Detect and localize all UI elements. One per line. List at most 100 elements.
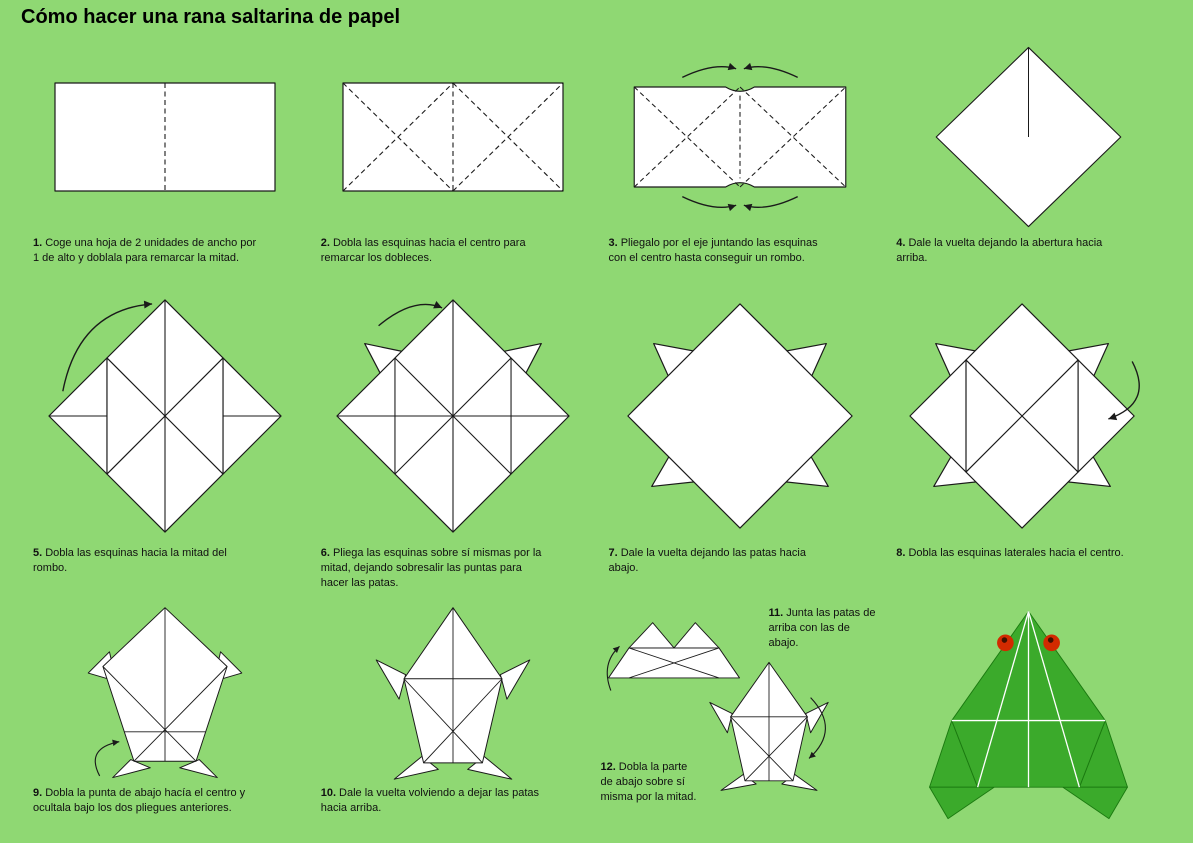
crease-line [342,82,454,192]
fold-arrow [682,66,737,78]
rhombus-side-corners-to-center [909,303,1141,529]
fold-arrow [62,303,153,392]
step-6-number: 6. [320,547,330,559]
step-4: 4.Dale la vuelta dejando la abertura hac… [884,42,1172,290]
step-12-caption: 12.Dobla la parte de abajo sobre sí mism… [601,760,699,806]
fold-arrow [744,196,799,208]
fold-arrowhead [808,751,816,759]
right-front-leg-point [499,659,530,700]
step-9-caption: 9.Dobla la punta de abajo hacía el centr… [33,786,261,816]
diagonal-crease-line [403,678,483,764]
diagonal-crease-line [744,716,808,782]
diagonal-crease-line [729,716,793,782]
fold-arrowhead [432,301,442,309]
diagonal-crease-line [628,647,719,679]
step-12-text: Dobla la parte de abajo sobre sí misma p… [600,761,697,804]
rhombus-with-leg-points [335,299,570,533]
left-folded-flap [965,359,1023,473]
fold-arrowhead [112,739,120,747]
fold-arrowhead [744,62,753,71]
steps-grid: 1.Coge una hoja de 2 unidades de ancho p… [21,42,1172,837]
step-1-caption: 1.Coge una hoja de 2 unidades de ancho p… [33,236,261,266]
step-3-diagram [597,42,885,232]
finished-frog-illustration [928,610,1128,820]
fold-arrow [1108,361,1141,420]
folded-jump-pleat-side-view [606,622,740,691]
step-2-text: Dobla las esquinas hacia el centro para … [320,237,526,265]
step-4-text: Dale la vuelta dejando la abertura hacia… [896,237,1103,265]
step-4-diagram [884,42,1172,232]
step-5-number: 5. [33,547,43,559]
step-2: 2.Dobla las esquinas hacia el centro par… [309,42,597,290]
step-10-number: 10. [320,787,337,799]
step-3-text: Pliegalo por el eje juntando las esquina… [608,237,818,265]
step-10-text: Dale la vuelta volviendo a dejar las pat… [320,787,540,815]
step-12-diagram [689,656,849,797]
step-7-number: 7. [608,547,618,559]
right-folded-flap [1021,359,1079,473]
frog-left-eye-pupil [1001,637,1007,643]
fold-arrow [682,196,737,208]
step-7-diagram [597,290,885,542]
fold-arrow [744,66,799,78]
step-11-text: Junta las patas de arriba con las de aba… [768,607,876,650]
step-4-number: 4. [896,237,906,249]
pleat-peak [628,622,674,649]
paper-collapsing-to-rhombus [634,62,847,212]
step-8-diagram [884,290,1172,542]
pleat-peak [673,622,719,649]
frog-seam-line [1027,611,1080,788]
step-4-caption: 4.Dale la vuelta dejando la abertura hac… [896,236,1124,266]
step-11-diagram [599,602,749,702]
steps-11-12: 11.Junta las patas de arriba con las de … [597,600,885,837]
left-foot-point [112,759,151,779]
step-2-number: 2. [320,237,330,249]
fold-arrow [808,697,826,759]
step-3-number: 3. [608,237,618,249]
step-10: 10.Dale la vuelta volviendo a dejar las … [309,600,597,837]
rhombus-flipped-legs-down [627,303,854,529]
step-10-diagram [309,600,597,782]
fold-arrow [94,741,120,777]
fold-arrowhead [728,62,737,71]
paper-sheet-with-center-crease [54,82,276,192]
finished-frog [884,600,1172,837]
page-title: Cómo hacer una rana saltarina de papel [21,6,401,28]
right-foot-point [179,759,218,779]
diagonal-crease-line [452,415,512,475]
frog-body-fold-bottom-half [708,661,829,791]
step-11-caption: 11.Junta las patas de arriba con las de … [769,606,879,652]
crease-line [452,82,564,192]
step-8-number: 8. [896,547,906,559]
fold-arrowhead [1108,412,1118,421]
step-9-text: Dobla la punta de abajo hacía el centro … [33,787,246,815]
frog-right-eye [1042,634,1060,652]
step-6-diagram [309,290,597,542]
left-front-leg-point [375,659,406,700]
left-front-leg-point [708,701,733,734]
step-6-text: Pliega las esquinas sobre sí mismas por … [320,547,542,590]
step-7: 7.Dale la vuelta dejando las patas hacia… [597,290,885,600]
diagonal-crease-line [133,666,228,762]
step-2-caption: 2.Dobla las esquinas hacia el centro par… [321,236,549,266]
step-8: 8.Dobla las esquinas laterales hacia el … [884,290,1172,600]
frog-left-foot [928,786,995,820]
finished-frog-diagram [884,600,1172,830]
step-5-text: Dobla las esquinas hacia la mitad del ro… [33,547,227,575]
step-7-text: Dale la vuelta dejando las patas hacia a… [608,547,806,575]
frog-left-eye [996,634,1014,652]
diagonal-crease-line [394,357,454,417]
step-1-diagram [21,42,309,232]
step-6-caption: 6.Pliega las esquinas sobre sí mismas po… [321,546,549,592]
diagonal-crease-line [422,678,502,764]
frog-right-foot [1061,786,1128,820]
diagonal-crease-line [452,357,512,417]
step-1-number: 1. [33,237,43,249]
step-9-number: 9. [33,787,43,799]
frog-right-eye-pupil [1047,637,1054,643]
step-8-text: Dobla las esquinas laterales hacia el ce… [908,547,1124,559]
step-7-caption: 7.Dale la vuelta dejando las patas hacia… [609,546,837,576]
fold-arrowhead [728,203,737,212]
step-11-number: 11. [768,607,784,619]
frog-body-fold-bottom-point [87,607,243,779]
